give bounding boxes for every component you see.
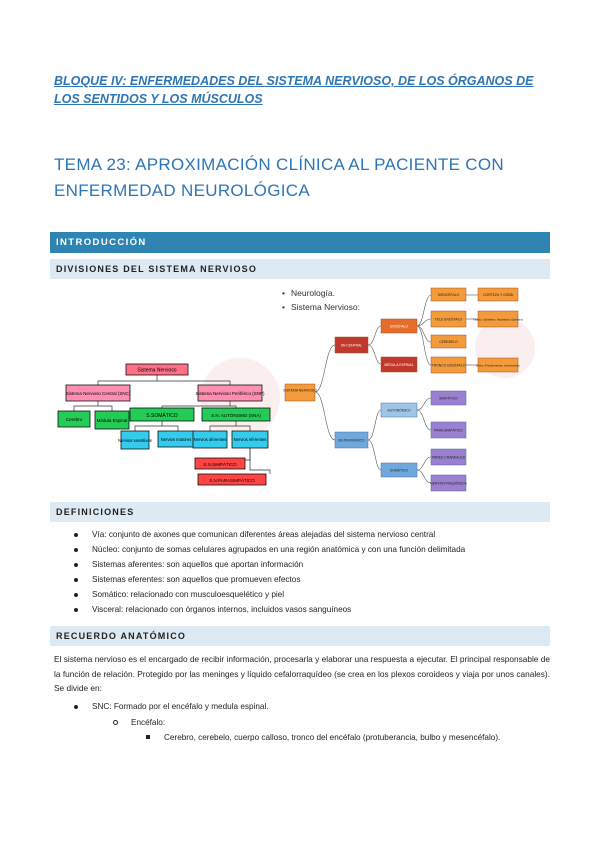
- definiciones-list: Vía: conjunto de axones que comunican di…: [74, 527, 554, 617]
- right-tronco-label: TRONCO ENCÉFALO: [432, 363, 466, 368]
- right-diencefalo-label: DIENCÉFALO: [438, 292, 460, 297]
- list-item: Núcleo: conjunto de somas celulares agru…: [74, 542, 554, 557]
- right-medula-node: [380, 356, 418, 373]
- left-parasimpatico-label: S.N.PARASIMPÁTICO: [209, 477, 255, 483]
- list-item-partes-text: Cerebro, cerebelo, cuerpo calloso, tronc…: [164, 733, 501, 742]
- bloque-title: BLOQUE IV: ENFERMEDADES DEL SISTEMA NERV…: [54, 74, 534, 106]
- left-somatico-label: S.SOMÁTICO: [146, 412, 178, 419]
- right-bullet-dot-2: •: [282, 302, 285, 312]
- left-motores-label: Nervios motores: [161, 437, 191, 442]
- right-autonomico-label: AUTONÓMICO: [387, 408, 411, 413]
- right-encefalo-label: ENCÉFALO: [390, 324, 408, 329]
- right-pares-label: PARES CRANEALES: [432, 456, 465, 460]
- list-item-encefalo-text: Encéfalo:: [131, 718, 166, 727]
- right-cerebelo-label: CEREBELO: [439, 340, 458, 344]
- right-encefalo-node: [380, 318, 418, 334]
- right-cerebelo-node: [430, 334, 467, 349]
- left-aferentes-node: [192, 430, 228, 449]
- left-aferentes-label: Nervios aferentes: [194, 437, 227, 442]
- list-item: Sistemas eferentes: son aquellos que pro…: [74, 572, 554, 587]
- list-item-snc-text: SNC: Formado por el encéfalo y medula es…: [92, 702, 269, 711]
- left-eferentes-node: [231, 430, 269, 449]
- right-snp-node: [334, 431, 369, 449]
- nervous-system-diagram: Sistema Nervioso Sistema Nervioso Centra…: [57, 287, 535, 492]
- left-parasimpatico-node: [197, 473, 267, 486]
- right-nervios-node: [430, 474, 467, 492]
- right-autonomico-node: [380, 402, 418, 418]
- left-autonomo-node: [201, 407, 271, 422]
- right-simpatico-label: SIMPÁTICO: [439, 397, 458, 401]
- left-sensitivos-node: [120, 430, 150, 450]
- left-somatico-node: [129, 407, 195, 422]
- right-nervios-label: NERVIOS RAQUÍDEOS: [430, 482, 467, 486]
- right-simpatico-node: [430, 390, 467, 406]
- left-snp-node: [197, 384, 263, 402]
- right-snp-label: SN PERIFÉRICO: [338, 438, 365, 443]
- right-bullet-1: Neurología.: [291, 288, 335, 298]
- right-tronco-node: [430, 356, 467, 374]
- section-definiciones: DEFINICIONES: [50, 502, 550, 522]
- list-item: Somático: relacionado con musculoesquelé…: [74, 587, 554, 602]
- left-snp-label: Sistema Nervioso Periférico (SNP): [195, 391, 265, 396]
- right-corteza-label: CORTEZA Y GGBB: [483, 293, 514, 297]
- right-snc-label: SN CENTRAL: [341, 344, 363, 348]
- right-tree: • Neurología. • Sistema Nervioso:: [282, 287, 524, 492]
- square-bullet-icon: [146, 735, 150, 739]
- right-corteza-node: [477, 287, 519, 302]
- list-item: Sistemas aferentes: son aquellos que apo…: [74, 557, 554, 572]
- left-snc-node: [65, 384, 131, 402]
- list-item: Visceral: relacionado con órganos intern…: [74, 602, 554, 617]
- right-medula-label: MÉDULA ESPINAL: [384, 362, 413, 367]
- left-root-label: Sistema Nervioso: [137, 368, 176, 374]
- list-item-encefalo: Encéfalo:: [113, 718, 165, 727]
- list-item-partes: Cerebro, cerebelo, cuerpo calloso, tronc…: [146, 733, 500, 742]
- left-medula-node: [94, 410, 130, 430]
- left-sensitivos-label: Nervios sensitivos: [118, 438, 152, 443]
- left-eferentes-label: Nervios eferentes: [234, 437, 267, 442]
- right-somatico-label: SOMÁTICO: [390, 469, 408, 473]
- right-bullet-dot-1: •: [282, 288, 285, 298]
- right-somatico-node: [380, 462, 418, 478]
- right-pares-node: [430, 448, 467, 466]
- right-snc-node: [334, 336, 369, 354]
- right-talamo-label: Tálamo, Subtálamo, Hipotálamo, Epitálamo: [473, 318, 524, 322]
- section-recuerdo: RECUERDO ANATÓMICO: [50, 626, 550, 646]
- section-divisiones: DIVISIONES DEL SISTEMA NERVIOSO: [50, 259, 550, 279]
- right-bulbo-node: [477, 357, 519, 373]
- left-simpatico-node: [194, 457, 246, 470]
- list-item-snc: SNC: Formado por el encéfalo y medula es…: [74, 702, 269, 711]
- left-cerebro-node: [57, 410, 91, 428]
- right-telencefalo-node: [430, 310, 467, 328]
- left-medula-label: Médula Espinal: [97, 418, 128, 423]
- left-root-node: [125, 363, 189, 376]
- circle-bullet-icon: [113, 720, 118, 725]
- recuerdo-paragraph: El sistema nervioso es el encargado de r…: [54, 654, 550, 693]
- right-talamo-node: [477, 310, 519, 328]
- section-introduccion: INTRODUCCIÓN: [50, 232, 550, 253]
- list-item: Vía: conjunto de axones que comunican di…: [74, 527, 554, 542]
- right-bullet-2: Sistema Nervioso:: [291, 302, 360, 312]
- right-parasimpatico-node: [430, 421, 467, 439]
- right-parasimpatico-label: PARA SIMPÁTICO: [434, 429, 463, 433]
- tema-title: TEMA 23: APROXIMACIÓN CLÍNICA AL PACIENT…: [54, 155, 504, 200]
- right-bulbo-label: Bulbo, Protuberancia, mesencéfalo: [476, 364, 520, 368]
- right-root-label: SISTEMA NERVIOSO: [283, 389, 317, 393]
- right-diencefalo-node: [430, 287, 467, 302]
- left-cerebro-label: Cerebro: [66, 417, 83, 422]
- left-simpatico-label: S.N.SIMPÁTICO: [203, 461, 237, 467]
- left-tree: Sistema Nervioso Sistema Nervioso Centra…: [57, 363, 271, 486]
- left-autonomo-label: S.N. AUTÓNOMO (SNA): [211, 412, 261, 418]
- right-telencefalo-label: TELE ENCÉFALO: [435, 317, 463, 322]
- right-root-node: [284, 383, 316, 402]
- left-snc-label: Sistema Nervioso Central (SNC): [66, 391, 131, 396]
